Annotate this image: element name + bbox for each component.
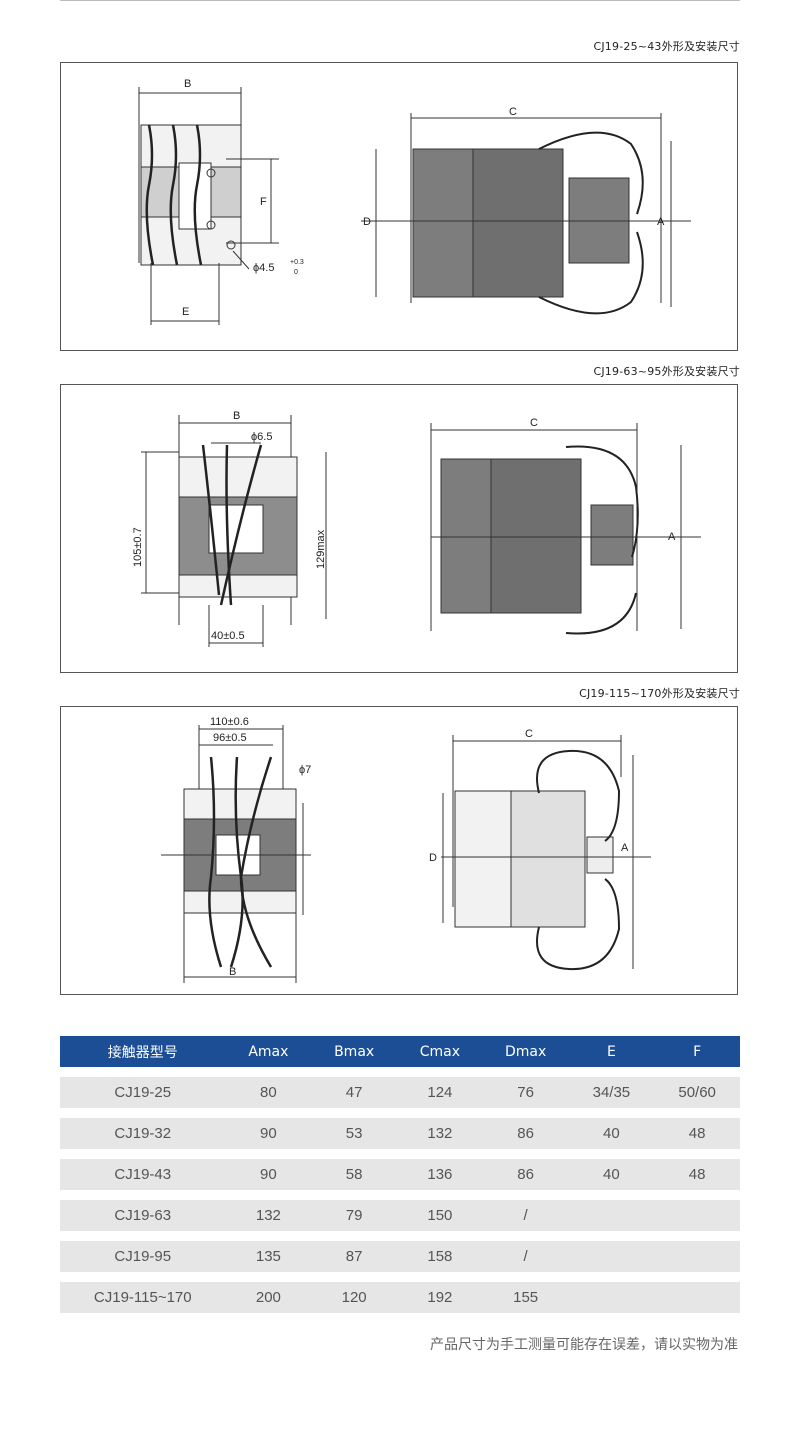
table-row: CJ19-25 80 47 124 76 34/35 50/60 xyxy=(60,1077,740,1108)
panel1-side-view xyxy=(361,113,691,315)
header-cell: Cmax xyxy=(419,1043,461,1060)
dimension-table: 接触器型号 Amax Bmax Cmax Dmax E F CJ19-25 80… xyxy=(60,1036,740,1313)
panel2-dim-c: C xyxy=(530,417,538,429)
table-cell: 48 xyxy=(688,1166,706,1183)
table-row: CJ19-43 90 58 136 86 40 48 xyxy=(60,1159,740,1190)
table-row: CJ19-63 132 79 150 / xyxy=(60,1200,740,1231)
panel1-dim-a: A xyxy=(657,216,665,228)
table-cell: 53 xyxy=(345,1125,363,1142)
panel1-dim-d: D xyxy=(363,216,371,228)
panel3-dim-phi: ϕ7 xyxy=(299,764,311,776)
panel1-caption: CJ19-25~43外形及安装尺寸 xyxy=(593,40,740,53)
table-cell: / xyxy=(523,1248,528,1265)
panel1-dim-b: B xyxy=(184,78,191,90)
table-cell: CJ19-63 xyxy=(114,1207,172,1224)
panel3-dim-c: C xyxy=(525,728,533,740)
table-header: 接触器型号 Amax Bmax Cmax Dmax E F xyxy=(60,1036,740,1067)
table-row: CJ19-95 135 87 158 / xyxy=(60,1241,740,1272)
table-cell: 132 xyxy=(255,1207,281,1224)
table-row: CJ19-115~170 200 120 192 155 xyxy=(60,1282,740,1313)
panel2-dim-phi: ϕ6.5 xyxy=(251,431,272,443)
header-cell: Dmax xyxy=(504,1043,547,1060)
drawing-panel-cj19-25-43: B F E ϕ4.5 +0.3 0 C D A xyxy=(60,62,738,351)
drawing-panel-cj19-115-170: 110±0.6 96±0.5 ϕ7 B C D A xyxy=(60,706,738,995)
panel1-front-view xyxy=(138,87,279,325)
table-cell: 136 xyxy=(427,1166,453,1183)
panel3-side-view xyxy=(441,735,651,971)
panel2-dim-w: 40±0.5 xyxy=(211,630,245,642)
table-cell: 90 xyxy=(260,1166,277,1183)
header-cell: E xyxy=(606,1043,616,1060)
header-cell: Bmax xyxy=(334,1043,375,1060)
panel3-drawing: 110±0.6 96±0.5 ϕ7 B C D A xyxy=(161,716,651,983)
header-cell: F xyxy=(693,1043,702,1060)
panel2-caption: CJ19-63~95外形及安装尺寸 xyxy=(593,365,740,378)
table-cell: 86 xyxy=(517,1125,534,1142)
disclaimer-note: 产品尺寸为手工测量可能存在误差，请以实物为准 xyxy=(430,1337,738,1353)
table-cell: 200 xyxy=(255,1289,281,1306)
header-cell: Amax xyxy=(248,1043,289,1060)
table-cell: 150 xyxy=(427,1207,453,1224)
panel3-dim-d: D xyxy=(429,852,437,864)
table-cell: 192 xyxy=(427,1289,453,1306)
top-rule xyxy=(60,0,740,1)
table-cell: 50/60 xyxy=(678,1084,716,1101)
table-cell: 124 xyxy=(427,1084,453,1101)
panel1-dim-e: E xyxy=(182,306,189,318)
panel2-dim-b: B xyxy=(233,410,240,422)
table-cell: 40 xyxy=(603,1166,620,1183)
table-cell: 47 xyxy=(345,1084,363,1101)
table-cell: 87 xyxy=(345,1248,363,1265)
panel3-dim-a: A xyxy=(621,842,629,854)
panel1-dim-f: F xyxy=(260,196,267,208)
panel3-front-view xyxy=(161,725,311,983)
table-cell: 158 xyxy=(427,1248,453,1265)
table-cell: 76 xyxy=(517,1084,534,1101)
panel3-dim-b: B xyxy=(229,966,236,978)
panel1-dim-c: C xyxy=(509,106,517,118)
table-cell: 86 xyxy=(517,1166,534,1183)
panel1-tol-bot: 0 xyxy=(294,269,298,276)
panel3-caption: CJ19-115~170外形及安装尺寸 xyxy=(579,687,740,700)
panel2-drawing: B ϕ6.5 105±0.7 129max 40±0.5 C A xyxy=(132,410,701,647)
panel2-dim-h1: 105±0.7 xyxy=(132,527,144,567)
panel3-dim-w1: 110±0.6 xyxy=(210,716,249,728)
header-cell: 接触器型号 xyxy=(107,1044,178,1061)
panel1-tol-top: +0.3 xyxy=(290,259,304,266)
table-row: CJ19-32 90 53 132 86 40 48 xyxy=(60,1118,740,1149)
table-cell: 48 xyxy=(688,1125,706,1142)
table-cell: 155 xyxy=(513,1289,539,1306)
table-cell: CJ19-115~170 xyxy=(93,1289,192,1306)
table-cell: 34/35 xyxy=(592,1084,631,1101)
panel3-dim-w2: 96±0.5 xyxy=(213,732,247,744)
table-cell: 132 xyxy=(427,1125,453,1142)
table-cell: CJ19-32 xyxy=(114,1125,172,1142)
table-cell: 58 xyxy=(345,1166,363,1183)
table-cell: 90 xyxy=(260,1125,277,1142)
panel2-dim-h2: 129max xyxy=(315,529,327,569)
table-cell: 120 xyxy=(341,1289,367,1306)
table-cell: 135 xyxy=(255,1248,281,1265)
table-cell: 79 xyxy=(345,1207,363,1224)
panel2-dim-a: A xyxy=(668,531,676,543)
panel2-side-view xyxy=(430,423,701,635)
table-cell: / xyxy=(523,1207,528,1224)
panel1-dim-phi: ϕ4.5 xyxy=(253,262,274,274)
panel1-drawing: B F E ϕ4.5 +0.3 0 C D A xyxy=(138,78,691,325)
table-cell: CJ19-25 xyxy=(114,1084,172,1101)
panel2-front-view xyxy=(141,415,327,647)
table-cell: CJ19-43 xyxy=(114,1166,172,1183)
table-cell: 80 xyxy=(260,1084,277,1101)
drawing-panel-cj19-63-95: B ϕ6.5 105±0.7 129max 40±0.5 C A xyxy=(60,384,738,673)
table-cell: CJ19-95 xyxy=(114,1248,172,1265)
table-cell: 40 xyxy=(603,1125,620,1142)
